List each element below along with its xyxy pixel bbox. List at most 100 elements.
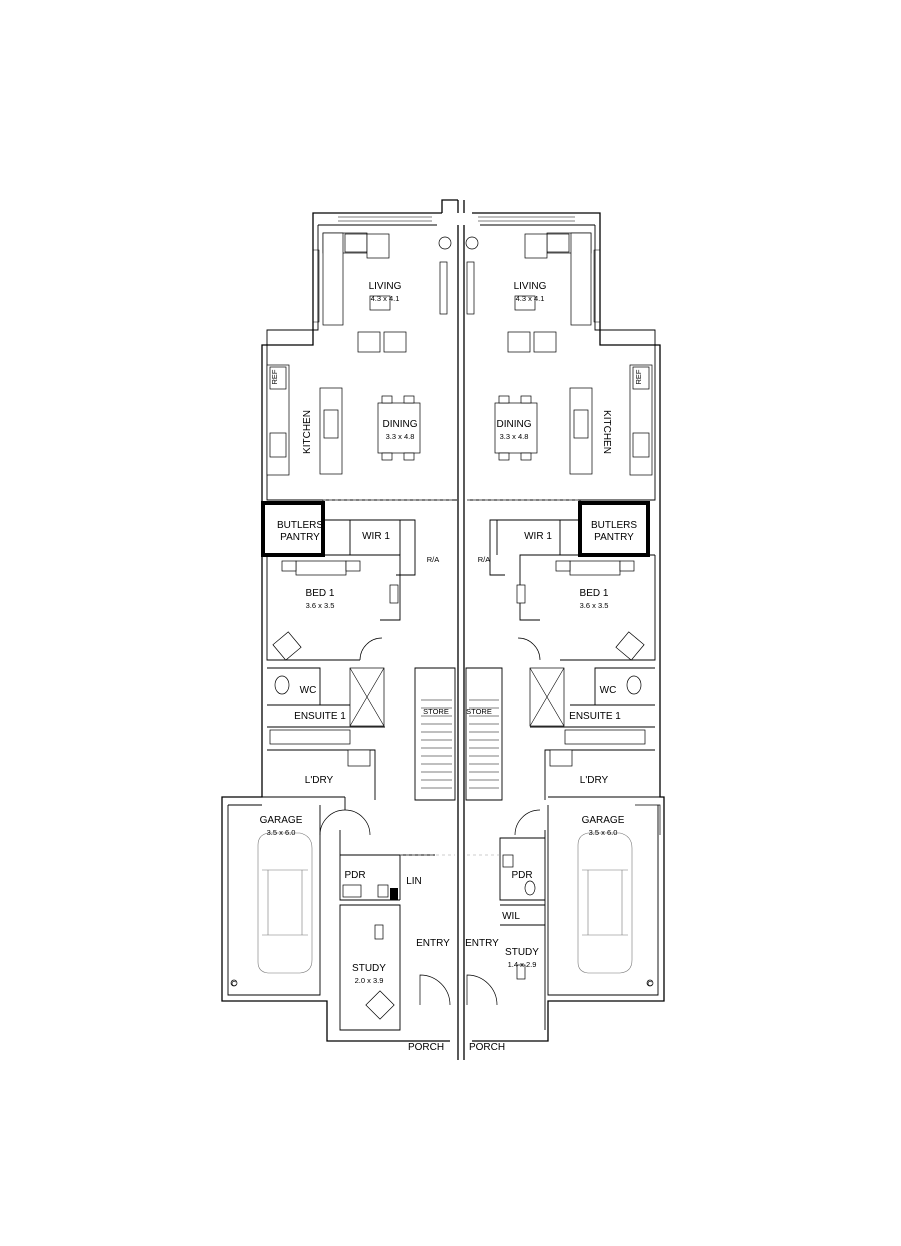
- bed1-size: 3.6 x 3.5: [306, 601, 335, 610]
- study-label: STUDY: [505, 947, 539, 958]
- laundry-wall: [262, 749, 376, 810]
- door-swing: [635, 804, 661, 835]
- living-window: [338, 216, 432, 222]
- armchair: [383, 331, 407, 353]
- bed1-label: BED 1: [306, 588, 335, 599]
- door-swing: [319, 809, 346, 836]
- ldry-label: L'DRY: [305, 775, 334, 786]
- pantry-label: PANTRY: [594, 532, 634, 543]
- armchair: [357, 331, 381, 353]
- bed: [555, 560, 635, 576]
- store-label: STORE: [423, 707, 449, 716]
- store-wall: [465, 667, 503, 801]
- front-door: [419, 974, 451, 1006]
- pdr-label: PDR: [511, 870, 532, 881]
- door-swing: [344, 809, 371, 836]
- garage-label: GARAGE: [260, 815, 303, 826]
- fridge-space: [632, 366, 650, 390]
- door-swing: [514, 809, 541, 836]
- desk: [516, 584, 526, 604]
- living-side-window: [313, 249, 320, 323]
- dining-label: DINING: [383, 419, 418, 430]
- wc-label: WC: [300, 685, 317, 696]
- ensuite-label: ENSUITE 1: [569, 711, 621, 722]
- wir-label: WIR 1: [524, 531, 552, 542]
- living-side-window: [593, 249, 600, 323]
- toilet: [626, 675, 642, 695]
- laundry-wall: [544, 749, 660, 800]
- study-size: 2.0 x 3.9: [355, 976, 384, 985]
- dining-label: DINING: [497, 419, 532, 430]
- wil-label: WIL: [502, 911, 520, 922]
- sofa: [524, 232, 592, 326]
- pdr-toilet: [377, 884, 389, 898]
- sliding-door: [439, 261, 448, 315]
- store-wall: [414, 667, 456, 801]
- bed: [281, 560, 361, 576]
- store-label: STORE: [466, 707, 492, 716]
- garage-wall: [227, 804, 321, 996]
- living-label: LIVING: [369, 281, 402, 292]
- cooktop: [632, 432, 650, 458]
- garage-label: GARAGE: [582, 815, 625, 826]
- hws-label: C: [647, 979, 653, 988]
- car: [257, 832, 313, 974]
- butlers-label: BUTLERS: [591, 520, 637, 531]
- entry-label: ENTRY: [416, 938, 450, 949]
- armchair: [533, 331, 557, 353]
- door-swing: [517, 637, 541, 661]
- hws: [230, 979, 238, 987]
- fridge-space: [269, 366, 287, 390]
- sliding-door: [466, 261, 475, 315]
- shower-grate: [349, 667, 385, 727]
- vanity: [269, 729, 351, 745]
- dining-size: 3.3 x 4.8: [500, 432, 529, 441]
- pantry-label: PANTRY: [280, 532, 320, 543]
- pdr-toilet: [524, 880, 536, 896]
- staircase: [469, 699, 499, 789]
- coffee-table: [369, 295, 391, 311]
- shower-grate: [529, 667, 565, 727]
- lin-shelf: [390, 888, 398, 900]
- ldry-label: L'DRY: [580, 775, 609, 786]
- staircase: [421, 699, 452, 789]
- kitchen-sink: [323, 409, 339, 439]
- dashed-line: [323, 499, 455, 856]
- ra-label: R/A: [478, 555, 491, 564]
- dashed-line: [467, 499, 580, 856]
- front-door: [466, 974, 498, 1006]
- sofa: [322, 232, 390, 326]
- armchair: [272, 631, 302, 661]
- kitchen-label: KITCHEN: [302, 410, 313, 454]
- garage-size: 3.5 x 6.0: [589, 828, 618, 837]
- study-desk: [374, 924, 384, 940]
- coffee-table: [514, 295, 536, 311]
- living-size: 4.3 x 4.1: [516, 294, 545, 303]
- hws-label: C: [231, 979, 237, 988]
- laundry-tub: [549, 749, 573, 767]
- entry-label: ENTRY: [465, 938, 499, 949]
- study-label: STUDY: [352, 963, 386, 974]
- hws: [646, 979, 654, 987]
- kitchen-sink: [573, 409, 589, 439]
- bed1-wall: [266, 554, 401, 661]
- pdr-wall: [499, 830, 546, 1030]
- dining-table: [494, 395, 538, 461]
- butlers-label: BUTLERS: [277, 520, 323, 531]
- kitchen-label: KITCHEN: [601, 410, 612, 454]
- lin-label: LIN: [406, 876, 422, 887]
- toilet: [274, 675, 290, 695]
- ensuite-wall: [267, 667, 385, 728]
- interior-wall-outline: [467, 224, 656, 501]
- desk: [389, 584, 399, 604]
- vanity: [564, 729, 646, 745]
- ref-label: REF: [634, 369, 643, 384]
- pdr-wall: [339, 830, 435, 1031]
- garage-size: 3.5 x 6.0: [267, 828, 296, 837]
- ra-label: R/A: [427, 555, 440, 564]
- armchair: [507, 331, 531, 353]
- lamp: [465, 236, 479, 250]
- ensuite-label: ENSUITE 1: [294, 711, 346, 722]
- wir-label: WIR 1: [362, 531, 390, 542]
